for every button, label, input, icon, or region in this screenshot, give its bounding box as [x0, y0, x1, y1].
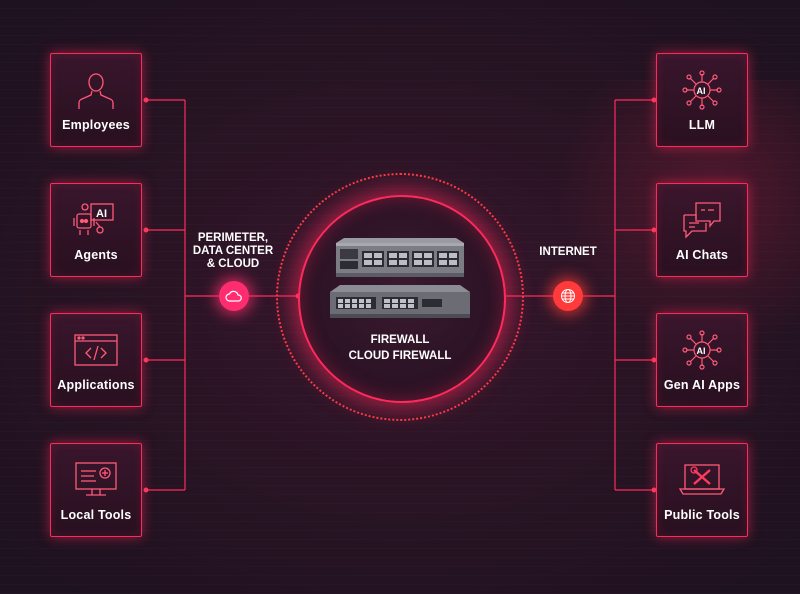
internet-caption: INTERNET [539, 246, 597, 258]
card-label: AI Chats [675, 248, 729, 262]
cloud-node[interactable] [219, 281, 249, 311]
hub-subtitle: CLOUD FIREWALL [348, 350, 452, 362]
internet-node[interactable] [553, 281, 583, 311]
firewall-appliance-top-image [336, 238, 464, 277]
card-label: Agents [74, 248, 118, 262]
person-icon [51, 68, 141, 112]
card-agents[interactable]: AI Agents [50, 183, 142, 277]
card-gen-ai-apps[interactable]: AI Gen AI Apps [656, 313, 748, 407]
code-window-icon [51, 328, 141, 372]
laptop-tools-icon [657, 458, 747, 502]
globe-icon [561, 289, 575, 303]
monitor-tool-icon [51, 458, 141, 502]
ai-badge-text: AI [96, 208, 107, 220]
card-local-tools[interactable]: Local Tools [50, 443, 142, 537]
card-label: Employees [62, 118, 130, 132]
card-employees[interactable]: Employees [50, 53, 142, 147]
ai-network-icon: AI [657, 68, 747, 112]
ai-network-icon: AI [657, 328, 747, 372]
ai-badge-text: AI [697, 346, 706, 356]
firewall-appliance-bottom-image [330, 285, 470, 318]
hub-dotted-ring [276, 173, 524, 421]
card-label: Applications [57, 378, 135, 392]
card-label: Gen AI Apps [663, 378, 741, 392]
ai-badge-text: AI [697, 86, 706, 96]
card-ai-chats[interactable]: AI Chats [656, 183, 748, 277]
perimeter-caption: PERIMETER, DATA CENTER & CLOUD [188, 232, 278, 271]
caption-line: PERIMETER, [197, 232, 269, 244]
card-label: LLM [688, 118, 716, 132]
card-label: Local Tools [60, 508, 132, 522]
cloud-icon [225, 290, 242, 302]
card-applications[interactable]: Applications [50, 313, 142, 407]
card-public-tools[interactable]: Public Tools [656, 443, 748, 537]
ai-agent-icon: AI [51, 198, 141, 242]
caption-line: DATA CENTER [192, 245, 274, 257]
hub-title: FIREWALL [370, 334, 430, 346]
chat-bubbles-icon [657, 198, 747, 242]
card-label: Public Tools [664, 508, 740, 522]
card-llm[interactable]: AI LLM [656, 53, 748, 147]
caption-line: & CLOUD [206, 258, 260, 270]
